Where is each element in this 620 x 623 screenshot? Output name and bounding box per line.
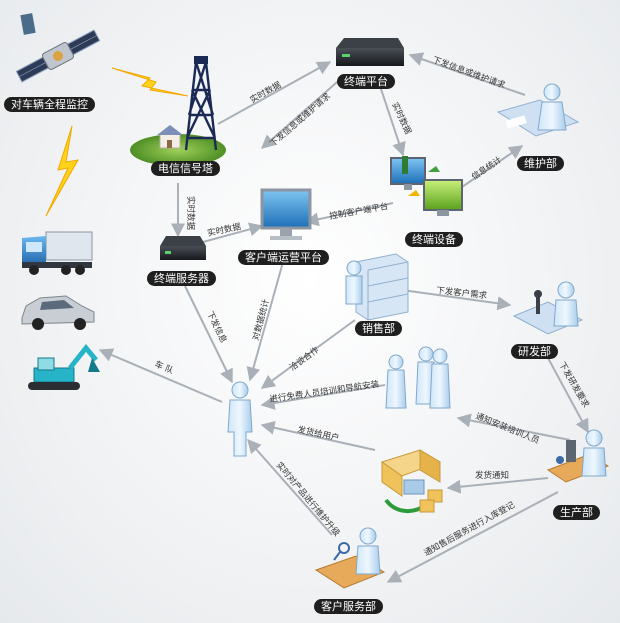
label-production: 生产部 <box>553 505 600 520</box>
label-terminal-platform: 终端平台 <box>337 74 395 89</box>
label-sales: 销售部 <box>355 321 402 336</box>
edge-label: 实时数据 <box>185 196 196 231</box>
edge-sales-to-person: 洽谈合作 <box>260 319 356 389</box>
edge-label: 实时数据 <box>248 79 284 105</box>
edge-device-to-maint: 信息统计 <box>461 145 524 188</box>
edge-cs-to-person: 实时对产品进行维护升级 <box>247 438 343 539</box>
shipping-truck-icon <box>380 449 443 513</box>
edge-maint-to-platform: 下发信息或维护请求 <box>408 52 526 96</box>
terminal-device-icon <box>390 156 463 216</box>
terminal-server-icon <box>160 236 206 260</box>
edge-label: 进行免费人员培训和导航安装 <box>269 379 380 405</box>
edge-rnd-to-prod: 下发研发要求 <box>547 357 592 434</box>
maintenance-worker-icon <box>496 83 580 137</box>
production-department-icon <box>546 429 610 483</box>
edge-label: 通知售后服务进行入库登记 <box>422 499 517 558</box>
edge-server-to-person: 下发信息 <box>184 285 233 384</box>
truck-icon <box>22 231 93 275</box>
edge-label: 下发客户需求 <box>436 285 488 301</box>
rnd-department-icon <box>512 281 584 335</box>
terminal-platform-icon <box>336 38 404 66</box>
edge-label: 发货给用户 <box>296 424 340 444</box>
edge-device-to-client: 控制客户端平台 <box>304 201 394 227</box>
edge-label: 实时对产品进行维护升级 <box>274 460 343 539</box>
label-terminal-server: 终端服务器 <box>147 271 216 286</box>
edge-prod-to-cs: 通知售后服务进行入库登记 <box>386 491 559 583</box>
edge-person-to-fleet: 车 队 <box>98 348 223 403</box>
edge-label: 控制客户端平台 <box>329 201 390 222</box>
edge-label: 下发信息 <box>204 309 229 345</box>
edge-sales-to-rnd: 下发客户需求 <box>401 285 512 311</box>
edge-training-to-person: 进行免费人员培训和导航安装 <box>260 379 386 410</box>
edge-label: 洽谈合作 <box>287 344 321 373</box>
edge-label: 发货通知 <box>475 470 509 481</box>
edge-shipping-to-person: 发货给用户 <box>260 420 376 451</box>
edge-label: 下发信息或维护请求 <box>268 90 333 149</box>
edge-label: 信息统计 <box>470 154 505 182</box>
telecom-tower-icon <box>130 56 226 166</box>
edge-prod-to-shipping: 发货通知 <box>446 470 549 494</box>
edge-server-to-client: 实时数据 <box>202 221 264 243</box>
label-customer-service: 客户服务部 <box>314 599 383 614</box>
satellite-icon <box>15 13 101 83</box>
label-vehicle-monitor: 对车辆全程监控 <box>4 97 95 112</box>
edge-client-to-person: 对数据统计 <box>246 261 284 382</box>
edge-label: 通知安装培训人员 <box>474 411 541 447</box>
label-rnd: 研发部 <box>511 344 558 359</box>
signal-bolt-icon <box>45 125 79 217</box>
edge-label: 对数据统计 <box>250 297 272 341</box>
central-person-icon <box>227 381 253 457</box>
edge-tower-to-server: 实时数据 <box>171 183 196 238</box>
label-maintenance: 维护部 <box>517 156 564 171</box>
car-icon <box>21 295 95 330</box>
edge-label: 下发信息或维护请求 <box>431 54 507 91</box>
client-platform-monitor-icon <box>260 188 312 240</box>
label-terminal-device: 终端设备 <box>405 232 463 247</box>
edge-platform-to-device: 实时数据 <box>379 85 414 157</box>
edge-prod-to-training: 通知安装培训人员 <box>456 411 571 447</box>
label-client-platform: 客户端运营平台 <box>238 250 329 265</box>
label-telecom-tower: 电信信号塔 <box>151 161 220 176</box>
sales-department-icon <box>345 253 409 321</box>
customer-service-icon <box>314 527 386 589</box>
training-staff-icon <box>385 346 451 409</box>
edge-label: 实时数据 <box>389 101 414 137</box>
excavator-icon <box>28 344 100 390</box>
signal-bolt-icon <box>111 67 189 97</box>
